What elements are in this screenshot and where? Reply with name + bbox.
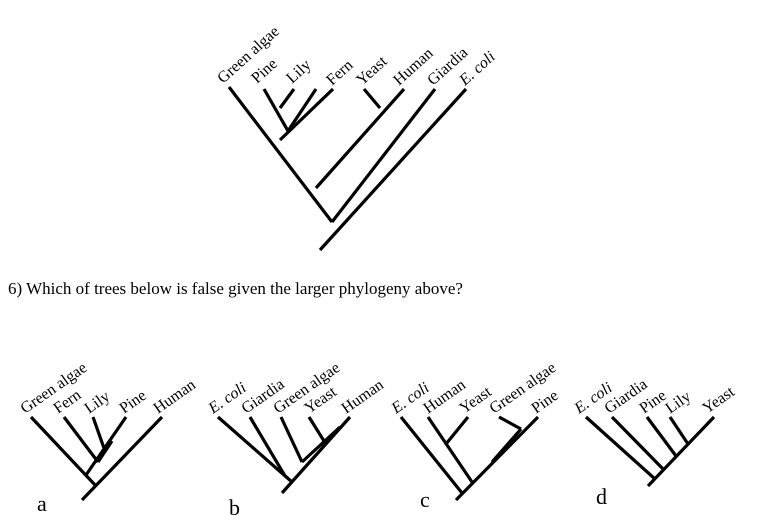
branch <box>362 87 382 110</box>
branch <box>286 88 318 132</box>
leaf-label: Pine <box>529 387 562 417</box>
branch <box>278 88 296 109</box>
tree-letter: a <box>37 491 47 516</box>
branch <box>444 415 470 446</box>
leaf-label: E. coli <box>205 379 250 417</box>
leaf-label: Lily <box>82 388 114 417</box>
branch <box>300 425 342 464</box>
branch <box>29 415 98 488</box>
tree-letter: b <box>229 495 240 520</box>
option-tree-c: E. coli Human Yeast Green algae Pine c <box>388 359 562 512</box>
branch <box>668 416 690 445</box>
branch <box>227 86 334 223</box>
branch <box>490 427 523 464</box>
branch <box>279 416 304 463</box>
branch <box>84 416 128 476</box>
leaf-label: Human <box>151 376 199 417</box>
leaf-label: Yeast <box>353 53 391 89</box>
branch <box>330 88 437 223</box>
branch <box>62 416 100 463</box>
option-tree-a: Green algae Fern Lily Pine Human a <box>18 359 199 516</box>
question-text: 6) Which of trees below is false given t… <box>8 279 463 298</box>
tree-letter: d <box>596 484 607 509</box>
branch <box>426 416 474 483</box>
branch <box>610 415 666 472</box>
leaf-label: Pine <box>117 387 150 417</box>
leaf-label: Green algae <box>214 23 282 87</box>
branch <box>645 416 678 457</box>
branch <box>318 87 468 252</box>
leaf-label: Lily <box>663 388 695 417</box>
branch <box>307 416 326 442</box>
option-tree-b: E. coli Giardia Green algae Yeast Human … <box>205 359 387 520</box>
branch <box>216 415 294 484</box>
option-tree-d: E. coli Giardia Pine Lily Yeast d <box>571 376 739 509</box>
branch <box>91 416 107 452</box>
tree-letter: c <box>420 487 430 512</box>
branch <box>399 415 464 495</box>
leaf-label: Human <box>339 376 387 417</box>
leaf-label: Lily <box>283 56 314 86</box>
branch <box>498 415 522 431</box>
branch <box>262 88 290 132</box>
branch <box>248 416 287 477</box>
leaf-label: Yeast <box>700 383 739 417</box>
branch <box>584 415 657 481</box>
leaf-label: Fern <box>323 57 356 89</box>
branch <box>314 87 406 190</box>
branch <box>96 440 114 463</box>
main-tree: Green algae Pine Lily Fern Yeast Human G… <box>214 23 499 252</box>
branch <box>646 415 716 488</box>
